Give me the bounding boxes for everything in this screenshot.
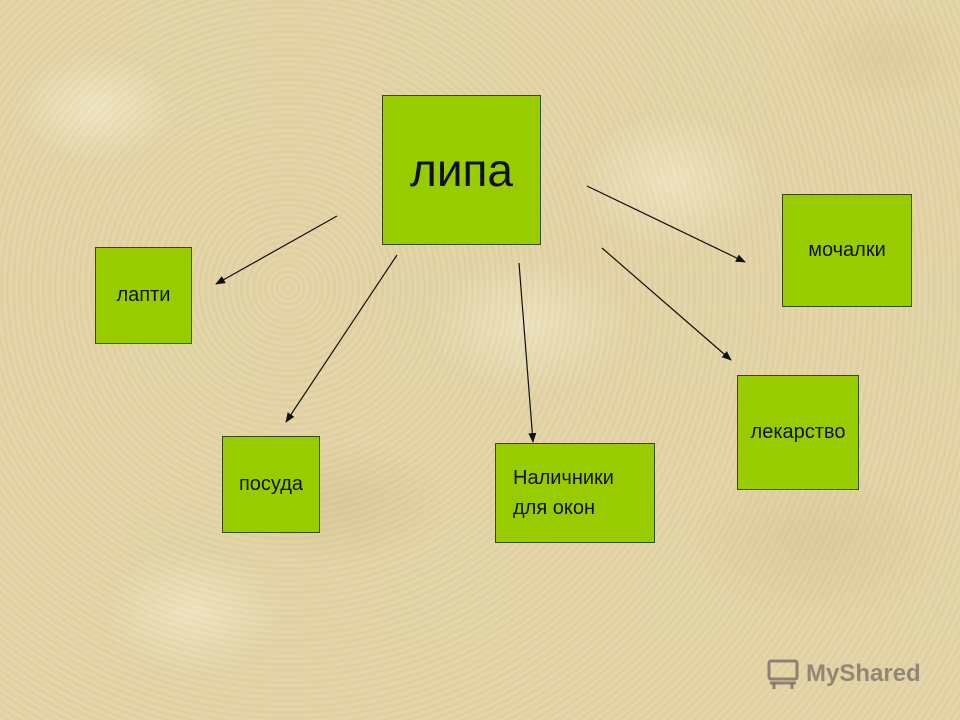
node-mochalki: мочалки bbox=[782, 194, 912, 307]
projector-screen-icon bbox=[767, 659, 799, 689]
watermark: MyShared bbox=[766, 656, 921, 692]
arrow-to-posuda bbox=[285, 254, 398, 423]
node-nalichniki: Наличники для окон bbox=[495, 443, 655, 543]
arrow-to-lapti bbox=[215, 215, 338, 285]
node-lekarstvo: лекарство bbox=[737, 375, 859, 490]
node-lekarstvo-label: лекарство bbox=[750, 421, 846, 443]
node-posuda-label: посуда bbox=[238, 473, 304, 495]
arrow-to-lekarstvo bbox=[601, 247, 732, 361]
center-node: липа bbox=[382, 95, 541, 245]
node-lapti: лапти bbox=[95, 247, 192, 344]
node-posuda: посуда bbox=[222, 436, 320, 533]
node-nalichniki-label: Наличники для окон bbox=[513, 467, 614, 519]
arrow-to-mochalki bbox=[586, 185, 746, 263]
arrow-to-nalichniki bbox=[518, 262, 537, 443]
watermark-text: MyShared bbox=[806, 660, 921, 687]
node-mochalki-label: мочалки bbox=[808, 239, 886, 261]
node-lapti-label: лапти bbox=[116, 284, 171, 306]
center-node-label: липа bbox=[409, 144, 514, 196]
